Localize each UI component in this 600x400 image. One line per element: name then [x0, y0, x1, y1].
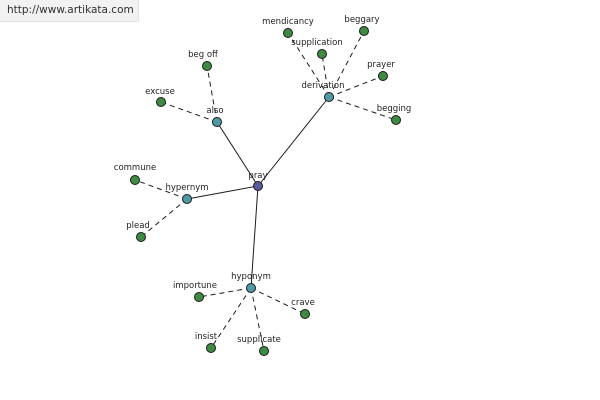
- edge-hypernym-commune: [134, 179, 188, 200]
- edge-derivation-begging: [328, 96, 397, 121]
- word-node-importune[interactable]: [194, 292, 204, 302]
- word-label-crave: crave: [291, 298, 315, 308]
- word-node-supplicate[interactable]: [259, 346, 269, 356]
- word-label-plead: plead: [126, 221, 150, 231]
- word-label-prayer: prayer: [367, 60, 395, 70]
- edge-derivation-beggary: [328, 30, 365, 98]
- word-label-commune: commune: [114, 163, 156, 173]
- relation-node-hypernym[interactable]: [182, 194, 192, 204]
- relation-label-derivation: derivation: [301, 81, 344, 91]
- relation-node-hyponym[interactable]: [246, 283, 256, 293]
- edge-hyponym-crave: [250, 287, 306, 315]
- edge-root-hypernym: [186, 185, 259, 200]
- edge-root-derivation: [257, 96, 330, 187]
- relation-node-derivation[interactable]: [324, 92, 334, 102]
- edge-hypernym-plead: [140, 198, 188, 238]
- word-label-importune: importune: [173, 281, 217, 291]
- edge-hyponym-supplicate: [250, 287, 265, 352]
- edge-derivation-mendicancy: [287, 32, 330, 98]
- word-label-supplication: supplication: [291, 38, 343, 48]
- edge-hyponym-insist: [210, 287, 252, 349]
- word-label-mendicancy: mendicancy: [262, 17, 314, 27]
- word-label-beggary: beggary: [344, 15, 379, 25]
- graph-nodes: [130, 26, 401, 356]
- word-node-insist[interactable]: [206, 343, 216, 353]
- word-node-plead[interactable]: [136, 232, 146, 242]
- edge-also-beg-off: [206, 65, 218, 123]
- source-banner: http://www.artikata.com: [0, 0, 139, 22]
- word-node-commune[interactable]: [130, 175, 140, 185]
- word-node-beggary[interactable]: [359, 26, 369, 36]
- relation-label-hyponym: hyponym: [231, 272, 271, 282]
- graph-edges: [134, 30, 397, 352]
- relation-label-also: also: [206, 106, 223, 116]
- edge-also-excuse: [160, 101, 218, 123]
- word-node-mendicancy[interactable]: [283, 28, 293, 38]
- word-label-insist: insist: [195, 332, 218, 342]
- source-link[interactable]: http://www.artikata.com: [7, 4, 134, 16]
- word-node-beg-off[interactable]: [202, 61, 212, 71]
- relation-node-also[interactable]: [212, 117, 222, 127]
- word-label-begging: begging: [377, 104, 412, 114]
- root-label: pray: [248, 171, 267, 181]
- graph-labels: pray derivation mendicancy supplication begg…: [114, 15, 412, 345]
- word-label-supplicate: supplicate: [237, 335, 281, 345]
- edge-root-hyponym: [250, 185, 259, 289]
- word-label-beg-off: beg off: [188, 50, 219, 60]
- word-node-crave[interactable]: [300, 309, 310, 319]
- edge-derivation-prayer: [328, 75, 384, 98]
- relation-label-hypernym: hypernym: [165, 183, 208, 193]
- word-node-excuse[interactable]: [156, 97, 166, 107]
- word-node-prayer[interactable]: [378, 71, 388, 81]
- word-node-begging[interactable]: [391, 115, 401, 125]
- edge-root-also: [216, 121, 259, 187]
- root-node[interactable]: [253, 181, 263, 191]
- word-label-excuse: excuse: [145, 87, 175, 97]
- edge-derivation-supplication: [321, 53, 330, 98]
- word-node-supplication[interactable]: [317, 49, 327, 59]
